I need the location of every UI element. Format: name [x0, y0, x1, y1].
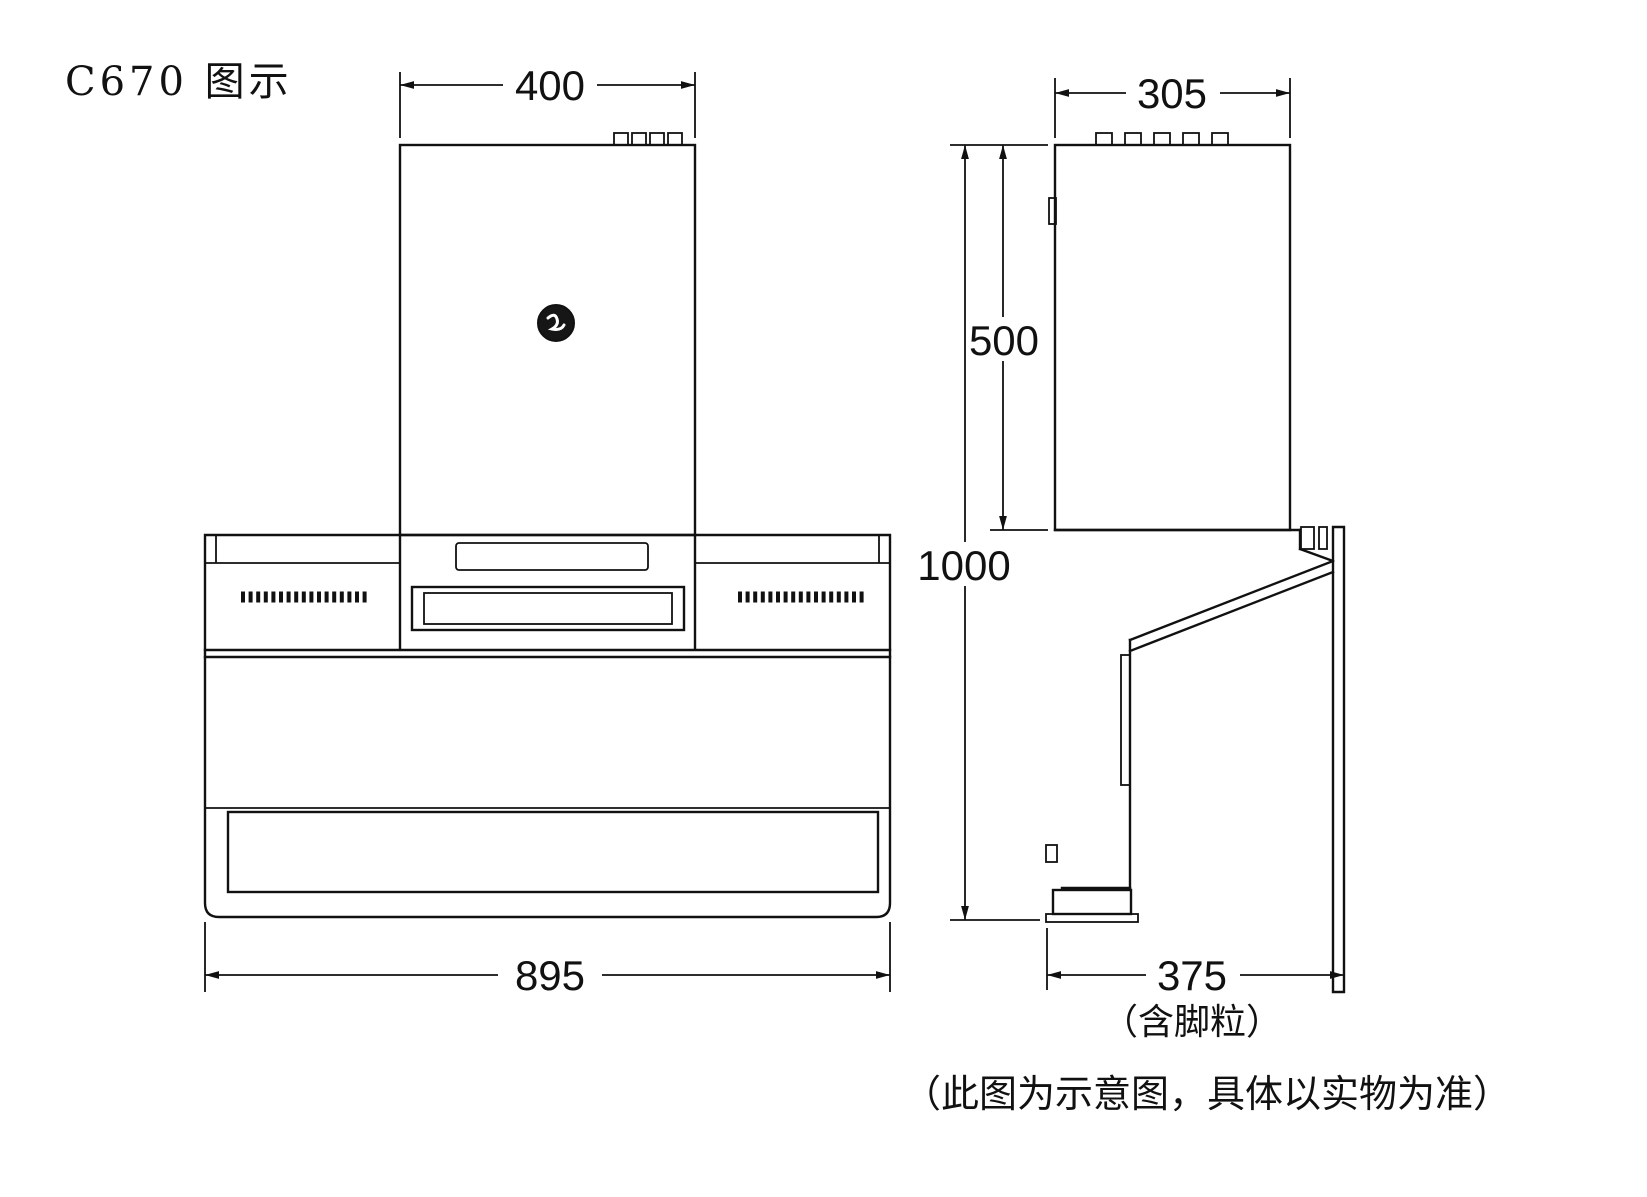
- front-center-column: [398, 533, 697, 650]
- front-tray-inner: [226, 810, 880, 894]
- front-dimensions: 400 895: [204, 62, 891, 999]
- dim-label-side-top-depth: 305: [1137, 70, 1207, 117]
- side-clip-detail: [1045, 844, 1058, 863]
- side-dimensions: 305 500 1000 375 （含脚粒）: [908, 70, 1344, 1042]
- side-top-vent-tabs: [1095, 132, 1229, 146]
- front-hood-outline: [203, 533, 892, 919]
- side-left-detail: [1048, 197, 1057, 225]
- front-top-strip-ticks: [215, 535, 880, 563]
- front-view-drawing: [203, 132, 892, 919]
- side-view-drawing: [1045, 132, 1346, 994]
- dim-label-side-bottom-depth: 375: [1157, 952, 1227, 999]
- side-sloped-face: [1128, 528, 1335, 653]
- dim-label-foot-note: （含脚粒）: [1102, 1001, 1282, 1042]
- front-handle-panel-inner: [423, 592, 673, 625]
- side-foot-block: [1051, 888, 1133, 916]
- front-body-divider: [203, 648, 892, 659]
- side-foot-base: [1045, 913, 1139, 923]
- dim-895-extension-lines: [204, 922, 891, 992]
- disclaimer-note: （此图为示意图，具体以实物为准）: [903, 1074, 1511, 1116]
- side-mounting-bracket: [1300, 526, 1328, 550]
- dim-label-front-top-width: 400: [515, 62, 585, 109]
- dim-label-side-total-height: 1000: [917, 542, 1010, 589]
- drawing-title: C670 图示: [65, 59, 293, 105]
- front-display-window: [455, 542, 649, 571]
- front-handle-panel-outer: [410, 585, 686, 632]
- side-front-panel-strip: [1120, 654, 1131, 786]
- front-chimney-outline: [398, 143, 697, 537]
- side-back-panel: [1331, 525, 1346, 994]
- dim-label-side-upper-height: 500: [969, 317, 1039, 364]
- side-chimney-outline: [1053, 143, 1292, 532]
- brand-logo-icon: [537, 304, 575, 342]
- dim-label-front-total-width: 895: [515, 952, 585, 999]
- dim-305-extension-lines: [1054, 78, 1291, 138]
- front-top-vent-tabs: [613, 132, 683, 146]
